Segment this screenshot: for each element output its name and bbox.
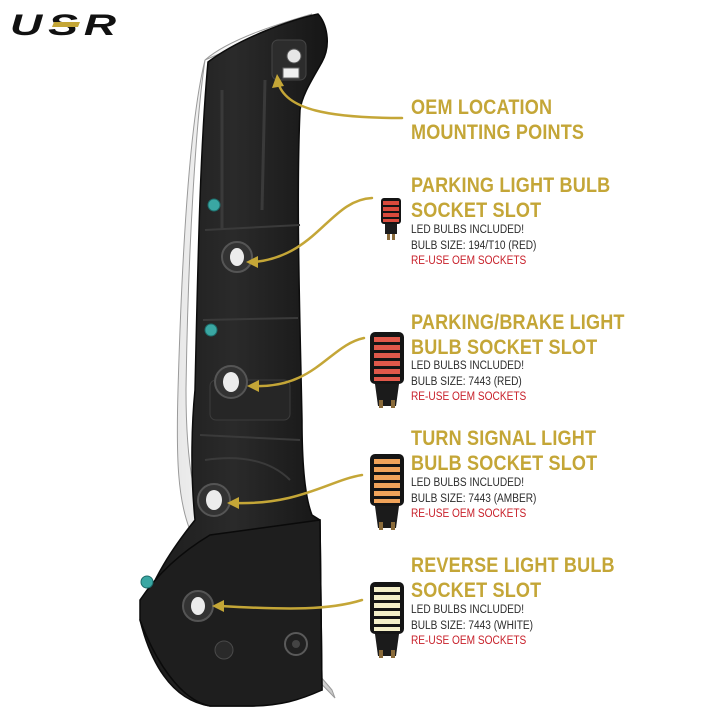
lens-edge (176, 13, 336, 699)
arrow-mounting-points (276, 80, 404, 120)
callout-parking-note-line-2: BULB SIZE: 194/T10 (RED) (411, 239, 537, 252)
t10-led-bulb-icon (381, 198, 401, 240)
callout-brake-note: LED BULBS INCLUDED! BULB SIZE: 7443 (RED… (411, 359, 526, 406)
arrow-parking-brake-socket (253, 336, 366, 388)
callout-reverse-title-line-1: REVERSE LIGHT BULB (411, 554, 615, 577)
socket-turn-signal (197, 483, 231, 517)
callout-turn-note: LED BULBS INCLUDED! BULB SIZE: 7443 (AMB… (411, 476, 536, 523)
callout-brake-title-line-1: PARKING/BRAKE LIGHT (411, 311, 625, 334)
logo-accent-stripe (52, 22, 80, 27)
callout-reverse-note-line-2: BULB SIZE: 7443 (WHITE) (411, 619, 534, 632)
callout-reverse-title-line-2: SOCKET SLOT (411, 579, 542, 602)
callout-reverse-title: REVERSE LIGHT BULB SOCKET SLOT (411, 553, 615, 603)
mounting-point-top (271, 39, 307, 81)
callout-parking-title: PARKING LIGHT BULB SOCKET SLOT (411, 173, 610, 223)
callout-turn-reuse: RE-USE OEM SOCKETS (411, 508, 527, 520)
callout-reverse-note: LED BULBS INCLUDED! BULB SIZE: 7443 (WHI… (411, 603, 533, 650)
callout-turn-note-line-2: BULB SIZE: 7443 (AMBER) (411, 492, 537, 505)
socket-reverse (182, 590, 214, 622)
callout-turn-title-line-1: TURN SIGNAL LIGHT (411, 427, 597, 450)
callout-parking-reuse: RE-USE OEM SOCKETS (411, 255, 527, 267)
callout-turn-note-line-1: LED BULBS INCLUDED! (411, 477, 525, 489)
callout-brake-title: PARKING/BRAKE LIGHT BULB SOCKET SLOT (411, 310, 625, 360)
teal-clip-3 (140, 575, 154, 589)
callout-parking-note-line-1: LED BULBS INCLUDED! (411, 224, 525, 236)
callout-brake-title-line-2: BULB SOCKET SLOT (411, 336, 598, 359)
callout-mounting-title-line-2: MOUNTING POINTS (411, 121, 585, 144)
callout-brake-note-line-1: LED BULBS INCLUDED! (411, 360, 525, 372)
callout-mounting-title-line-1: OEM LOCATION (411, 96, 553, 119)
7443-led-bulb-icon (370, 332, 404, 408)
callout-parking-title-line-1: PARKING LIGHT BULB (411, 174, 611, 197)
teal-clip-1 (207, 198, 221, 212)
lower-boss (214, 640, 234, 660)
arrow-reverse-socket (218, 598, 364, 610)
socket-parking-brake (214, 365, 248, 399)
arrow-turn-socket (233, 473, 364, 505)
arrow-parking-socket (253, 196, 374, 264)
callout-parking-note: LED BULBS INCLUDED! BULB SIZE: 194/T10 (… (411, 223, 536, 270)
callout-turn-title-line-2: BULB SOCKET SLOT (411, 452, 598, 475)
callout-brake-reuse: RE-USE OEM SOCKETS (411, 391, 527, 403)
callout-brake-note-line-2: BULB SIZE: 7443 (RED) (411, 375, 522, 388)
brand-logo: USR (10, 10, 118, 38)
callout-reverse-reuse: RE-USE OEM SOCKETS (411, 635, 527, 647)
7443-led-bulb-icon (370, 454, 404, 530)
callout-parking-title-line-2: SOCKET SLOT (411, 199, 542, 222)
7443-led-bulb-icon (370, 582, 404, 658)
bottom-plate (139, 519, 323, 707)
callout-mounting-title: OEM LOCATION MOUNTING POINTS (411, 95, 584, 145)
socket-parking (221, 241, 253, 273)
callout-turn-title: TURN SIGNAL LIGHT BULB SOCKET SLOT (411, 426, 597, 476)
teal-clip-2 (204, 323, 218, 337)
mounting-point-bottom (284, 632, 308, 656)
callout-reverse-note-line-1: LED BULBS INCLUDED! (411, 604, 525, 616)
